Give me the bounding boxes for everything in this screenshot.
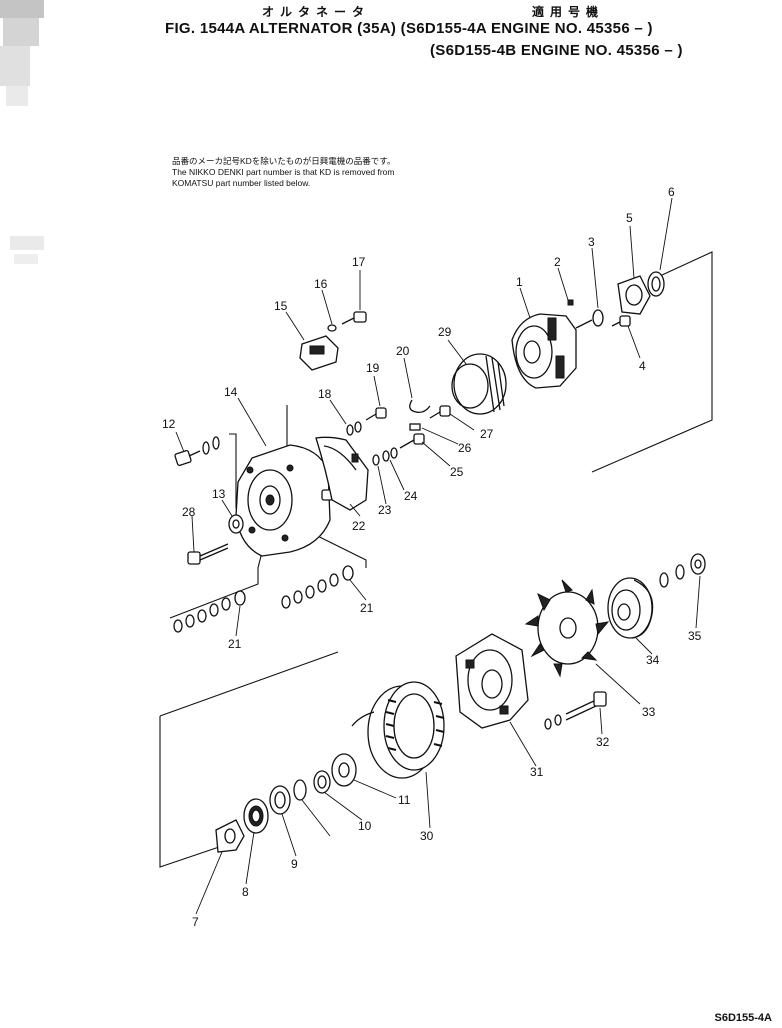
part-29-pulley	[451, 353, 507, 415]
callout-20: 20	[396, 344, 410, 358]
callout-30: 30	[420, 829, 434, 843]
callout-19: 19	[366, 361, 380, 375]
note-japanese: 品番のメーカ記号KDを除いたものが日興電機の品番です。	[172, 156, 396, 166]
part-27-screw	[429, 405, 451, 419]
callout-16: 16	[314, 277, 328, 291]
part-5-bearing-cover	[617, 275, 651, 315]
part-2-key	[567, 299, 574, 306]
callout-26: 26	[458, 441, 472, 455]
part-22-brush-holder	[315, 436, 369, 511]
part-30-stator	[351, 681, 445, 779]
part-15-regulator	[299, 335, 339, 371]
part-25-screw	[399, 433, 425, 449]
figure-title: FIG. 1544A ALTERNATOR (35A) (S6D155-4A E…	[165, 20, 653, 37]
callout-labels: 1 2 3 4 5 6 7 8 9 10 11 12 13 14 15 16 1…	[162, 185, 702, 929]
part-21-washers-left	[173, 590, 246, 633]
part-11-cover	[331, 753, 357, 787]
callout-1: 1	[516, 275, 523, 289]
callout-29: 29	[438, 325, 452, 339]
callout-12: 12	[162, 417, 176, 431]
callout-6: 6	[668, 185, 675, 199]
callout-14: 14	[224, 385, 238, 399]
part-9-ring	[269, 785, 291, 815]
part-32-screw	[544, 691, 607, 730]
callout-22: 22	[352, 519, 366, 533]
japanese-applicability-label: 適用号機	[532, 5, 605, 19]
part-3-ring	[592, 309, 604, 327]
callout-35: 35	[688, 629, 702, 643]
callout-21: 21	[228, 637, 242, 651]
part-12-screw	[174, 436, 220, 466]
engine-applicability: (S6D155-4B ENGINE NO. 45356 – )	[430, 42, 683, 59]
part-10-bearing	[313, 770, 331, 794]
callout-27: 27	[480, 427, 494, 441]
part-19-screw	[365, 407, 387, 421]
part-28-long-screw	[187, 543, 229, 565]
part-6-ring-lower	[293, 779, 307, 801]
note-english-line1: The NIKKO DENKI part number is that KD i…	[172, 167, 395, 177]
callout-24: 24	[404, 489, 418, 503]
part-6-ring	[647, 271, 665, 297]
callout-5: 5	[626, 211, 633, 225]
callout-10: 10	[358, 819, 372, 833]
callout-25: 25	[450, 465, 464, 479]
part-33-fan	[524, 579, 610, 678]
part-21-washers-right	[281, 565, 354, 609]
callout-7: 7	[192, 915, 199, 929]
callout-11: 11	[398, 793, 411, 807]
part-23-spacer	[372, 454, 380, 466]
assembly-bracket-lines	[159, 251, 713, 868]
callout-13: 13	[212, 487, 226, 501]
page-code: S6D155-4A	[714, 1012, 772, 1024]
callout-23: 23	[378, 503, 392, 517]
callout-8: 8	[242, 885, 249, 899]
callout-21b: 21	[360, 601, 374, 615]
part-16-washer	[327, 324, 337, 332]
callout-31: 31	[530, 765, 544, 779]
part-20-clip	[409, 399, 431, 414]
scan-noise	[0, 0, 44, 264]
part-13-bushing	[228, 514, 244, 534]
callout-2: 2	[554, 255, 561, 269]
callout-17: 17	[352, 255, 366, 269]
part-31-front-bracket	[455, 633, 529, 729]
callout-33: 33	[642, 705, 656, 719]
part-18-washers	[346, 421, 362, 436]
part-4-screw	[611, 315, 631, 327]
part-35-nut-washers	[659, 553, 706, 588]
part-8-bearing	[243, 798, 269, 834]
callout-3: 3	[588, 235, 595, 249]
callout-4: 4	[639, 359, 646, 373]
part-1-rotor	[511, 313, 593, 389]
part-26-spacer	[409, 423, 421, 431]
callout-28: 28	[182, 505, 196, 519]
part-7-plate	[215, 819, 245, 853]
japanese-title: オルタネータ	[262, 5, 371, 19]
callout-32: 32	[596, 735, 610, 749]
part-14-rear-bracket	[235, 444, 333, 557]
leader-lines	[175, 197, 701, 915]
part-24-washers	[382, 447, 398, 462]
part-17-screw	[341, 311, 367, 325]
part-34-pulley	[607, 577, 654, 639]
callout-15: 15	[274, 299, 288, 313]
note-english-line2: KOMATSU part number listed below.	[172, 178, 311, 188]
callout-18: 18	[318, 387, 332, 401]
callout-34: 34	[646, 653, 660, 667]
callout-9: 9	[291, 857, 298, 871]
